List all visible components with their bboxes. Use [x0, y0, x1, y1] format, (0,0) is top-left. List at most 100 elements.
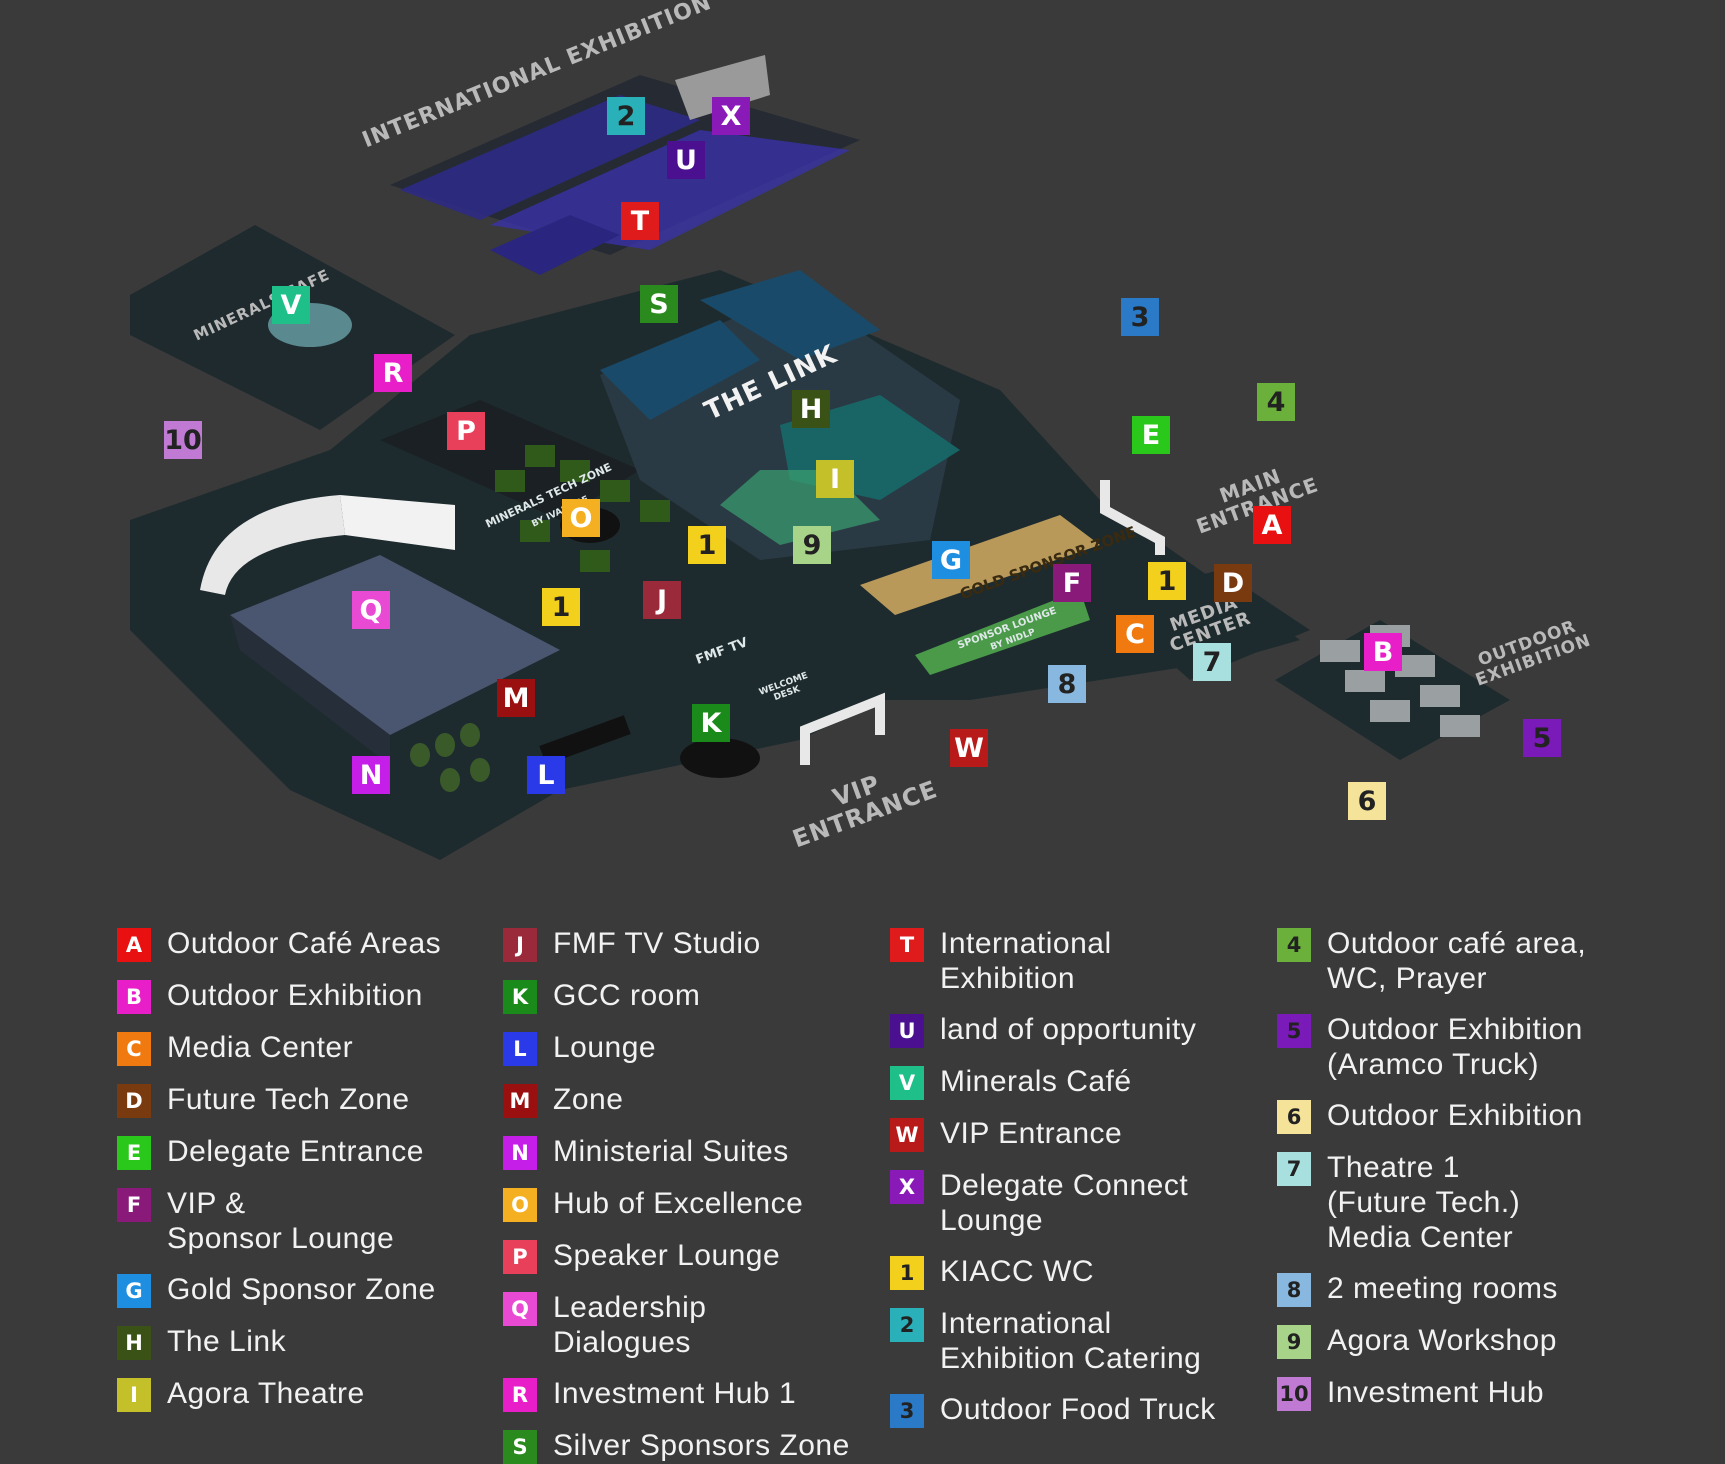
map-marker-o[interactable]: O [562, 499, 600, 537]
map-marker-1[interactable]: 1 [1148, 562, 1186, 600]
map-marker-q[interactable]: Q [352, 591, 390, 629]
map-marker-4[interactable]: 4 [1257, 383, 1295, 421]
map-marker-f[interactable]: F [1053, 564, 1091, 602]
legend-label: Outdoor Exhibition [1327, 1099, 1583, 1132]
legend-key-badge: R [503, 1378, 537, 1412]
map-marker-7[interactable]: 7 [1193, 643, 1231, 681]
map-marker-a[interactable]: A [1253, 506, 1291, 544]
legend-key-badge: F [117, 1188, 151, 1222]
venue-map[interactable]: INTERNATIONAL EXHIBITION MINERALS CAFE T… [0, 0, 1725, 880]
legend-key-badge: 2 [890, 1308, 924, 1342]
map-marker-h[interactable]: H [792, 390, 830, 428]
legend-key-badge: 10 [1277, 1377, 1311, 1411]
map-marker-b[interactable]: B [1364, 633, 1402, 671]
legend-key-badge: J [503, 928, 537, 962]
legend-key-badge: O [503, 1188, 537, 1222]
legend-label: Outdoor Food Truck [940, 1393, 1216, 1426]
legend-key-badge: 8 [1277, 1273, 1311, 1307]
legend-key-badge: X [890, 1170, 924, 1204]
map-marker-1[interactable]: 1 [542, 588, 580, 626]
legend-label: The Link [167, 1325, 287, 1358]
legend-label: Investment Hub [1327, 1376, 1545, 1409]
legend-item-6[interactable]: 6 Outdoor Exhibition [1277, 1098, 1586, 1134]
legend-key-badge: 7 [1277, 1152, 1311, 1186]
legend-key-badge: 1 [890, 1256, 924, 1290]
map-marker-n[interactable]: N [352, 756, 390, 794]
legend-item-h[interactable]: H The Link [117, 1324, 441, 1360]
map-marker-e[interactable]: E [1132, 416, 1170, 454]
legend-label: Silver Sponsors Zone [553, 1429, 850, 1462]
map-marker-l[interactable]: L [527, 756, 565, 794]
map-marker-g[interactable]: G [932, 541, 970, 579]
map-marker-w[interactable]: W [950, 729, 988, 767]
legend-item-s[interactable]: S Silver Sponsors Zone [503, 1428, 850, 1464]
legend-key-badge: K [503, 980, 537, 1014]
map-marker-u[interactable]: U [667, 141, 705, 179]
legend-label: International Exhibition Catering [940, 1307, 1202, 1375]
map-marker-d[interactable]: D [1214, 564, 1252, 602]
map-marker-s[interactable]: S [640, 285, 678, 323]
map-marker-9[interactable]: 9 [793, 526, 831, 564]
map-marker-8[interactable]: 8 [1048, 665, 1086, 703]
legend-label: Delegate Connect Lounge [940, 1169, 1189, 1237]
map-marker-k[interactable]: K [692, 704, 730, 742]
map-marker-1[interactable]: 1 [688, 526, 726, 564]
map-marker-x[interactable]: X [712, 97, 750, 135]
legend-label: Outdoor Café Areas [167, 927, 442, 960]
map-marker-i[interactable]: I [816, 460, 854, 498]
legend-item-x[interactable]: X Delegate Connect Lounge [890, 1168, 1216, 1238]
map-marker-3[interactable]: 3 [1121, 298, 1159, 336]
map-marker-c[interactable]: C [1116, 615, 1154, 653]
map-marker-10[interactable]: 10 [164, 421, 202, 459]
legend-item-10[interactable]: 10 Investment Hub [1277, 1375, 1586, 1411]
map-marker-5[interactable]: 5 [1523, 719, 1561, 757]
map-marker-p[interactable]: P [447, 412, 485, 450]
legend-key-badge: S [503, 1430, 537, 1464]
map-marker-2[interactable]: 2 [607, 97, 645, 135]
legend-label: Future Tech Zone [167, 1083, 410, 1116]
map-marker-v[interactable]: V [272, 286, 310, 324]
tech-zone-pods [495, 445, 670, 572]
map-marker-r[interactable]: R [374, 354, 412, 392]
map-marker-j[interactable]: J [643, 581, 681, 619]
map-marker-6[interactable]: 6 [1348, 782, 1386, 820]
legend-item-2[interactable]: 2 International Exhibition Catering [890, 1306, 1216, 1376]
legend-key-badge: B [117, 980, 151, 1014]
leadership-screen-right [340, 495, 455, 550]
legend-key-badge: 6 [1277, 1100, 1311, 1134]
legend-item-r[interactable]: R Investment Hub 1 [503, 1376, 850, 1412]
legend-label: Investment Hub 1 [553, 1377, 797, 1410]
legend-key-badge: Q [503, 1292, 537, 1326]
venue-floorplan [130, 55, 1510, 860]
map-marker-t[interactable]: T [621, 202, 659, 240]
legend-key-badge: H [117, 1326, 151, 1360]
map-marker-m[interactable]: M [497, 679, 535, 717]
